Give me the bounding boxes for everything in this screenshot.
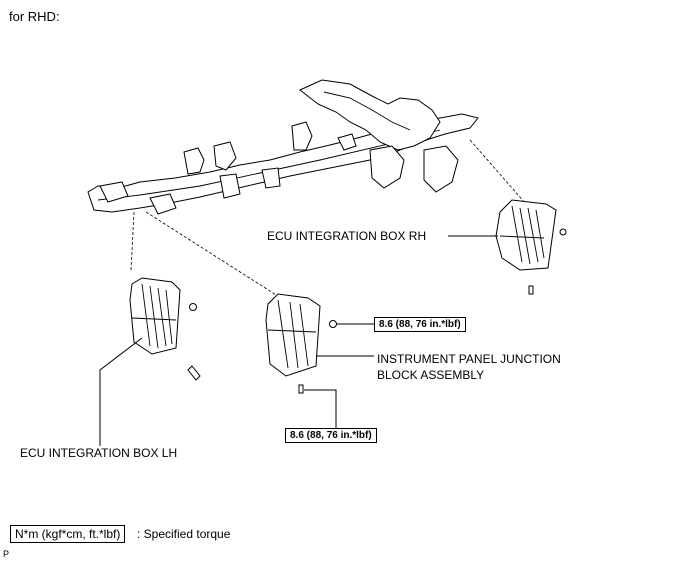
torque-value-lower: 8.6 (88, 76 in.*lbf): [285, 428, 377, 443]
instrument-panel-junction-block: [265, 293, 337, 394]
instrument-panel-reinforcement: [87, 79, 479, 215]
page-heading: for RHD:: [9, 9, 60, 24]
legend-torque-unit-box: N*m (kgf*cm, ft.*lbf): [10, 525, 126, 543]
label-junction-block-line1: INSTRUMENT PANEL JUNCTION: [377, 352, 561, 366]
torque-value-upper: 8.6 (88, 76 in.*lbf): [374, 317, 466, 332]
legend-torque-description: : Specified torque: [137, 527, 231, 541]
label-junction-block-line2: BLOCK ASSEMBLY: [377, 368, 485, 382]
corner-mark: P: [3, 549, 10, 559]
label-ecu-integration-box-rh: ECU INTEGRATION BOX RH: [267, 229, 427, 243]
ecu-integration-box-rh: [495, 199, 567, 295]
ecu-integration-box-lh: [129, 277, 201, 381]
label-ecu-integration-box-lh: ECU INTEGRATION BOX LH: [20, 446, 178, 460]
